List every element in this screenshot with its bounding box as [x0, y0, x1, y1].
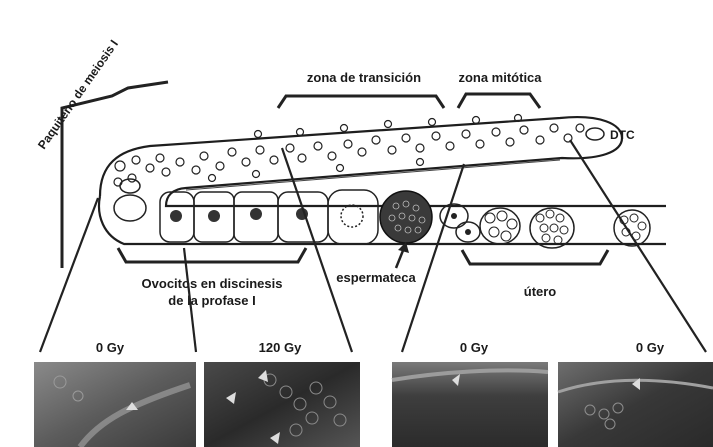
- panel-4-dose: 0 Gy: [636, 340, 665, 355]
- embryo-cells: [485, 210, 646, 244]
- ovocitos-label-1: Ovocitos en discinesis: [142, 276, 283, 291]
- ovocitos-label-2: de la profase I: [168, 293, 255, 308]
- paquiteno-label: Paquiteno de meiosis I: [35, 37, 121, 152]
- espermateca-label: espermateca: [336, 270, 416, 285]
- panel-0gy-4: [558, 362, 713, 447]
- panel-120gy: [204, 362, 360, 447]
- panel-1-dose: 0 Gy: [96, 340, 125, 355]
- dtc-cell: [586, 128, 604, 140]
- ovocitos-bracket: [118, 248, 306, 262]
- utero-bracket: [462, 250, 608, 264]
- utero-label: útero: [524, 284, 557, 299]
- panel-0gy-1: [34, 362, 196, 447]
- zona-transicion-label: zona de transición: [307, 70, 421, 85]
- oocytes: [114, 179, 378, 244]
- tube-inner-line: [186, 160, 560, 190]
- panel-2-dose: 120 Gy: [259, 340, 302, 355]
- zona-mitotica-bracket: [458, 94, 540, 108]
- zona-mitotica-label: zona mitótica: [458, 70, 542, 85]
- callout-lines: [40, 140, 706, 352]
- zona-transicion-bracket: [278, 96, 444, 108]
- oocyte-nuclei: [170, 208, 308, 222]
- dtc-label: DTC: [610, 128, 635, 142]
- panel-3-dose: 0 Gy: [460, 340, 489, 355]
- spermatheca: [380, 191, 432, 243]
- panel-0gy-3: [392, 362, 548, 447]
